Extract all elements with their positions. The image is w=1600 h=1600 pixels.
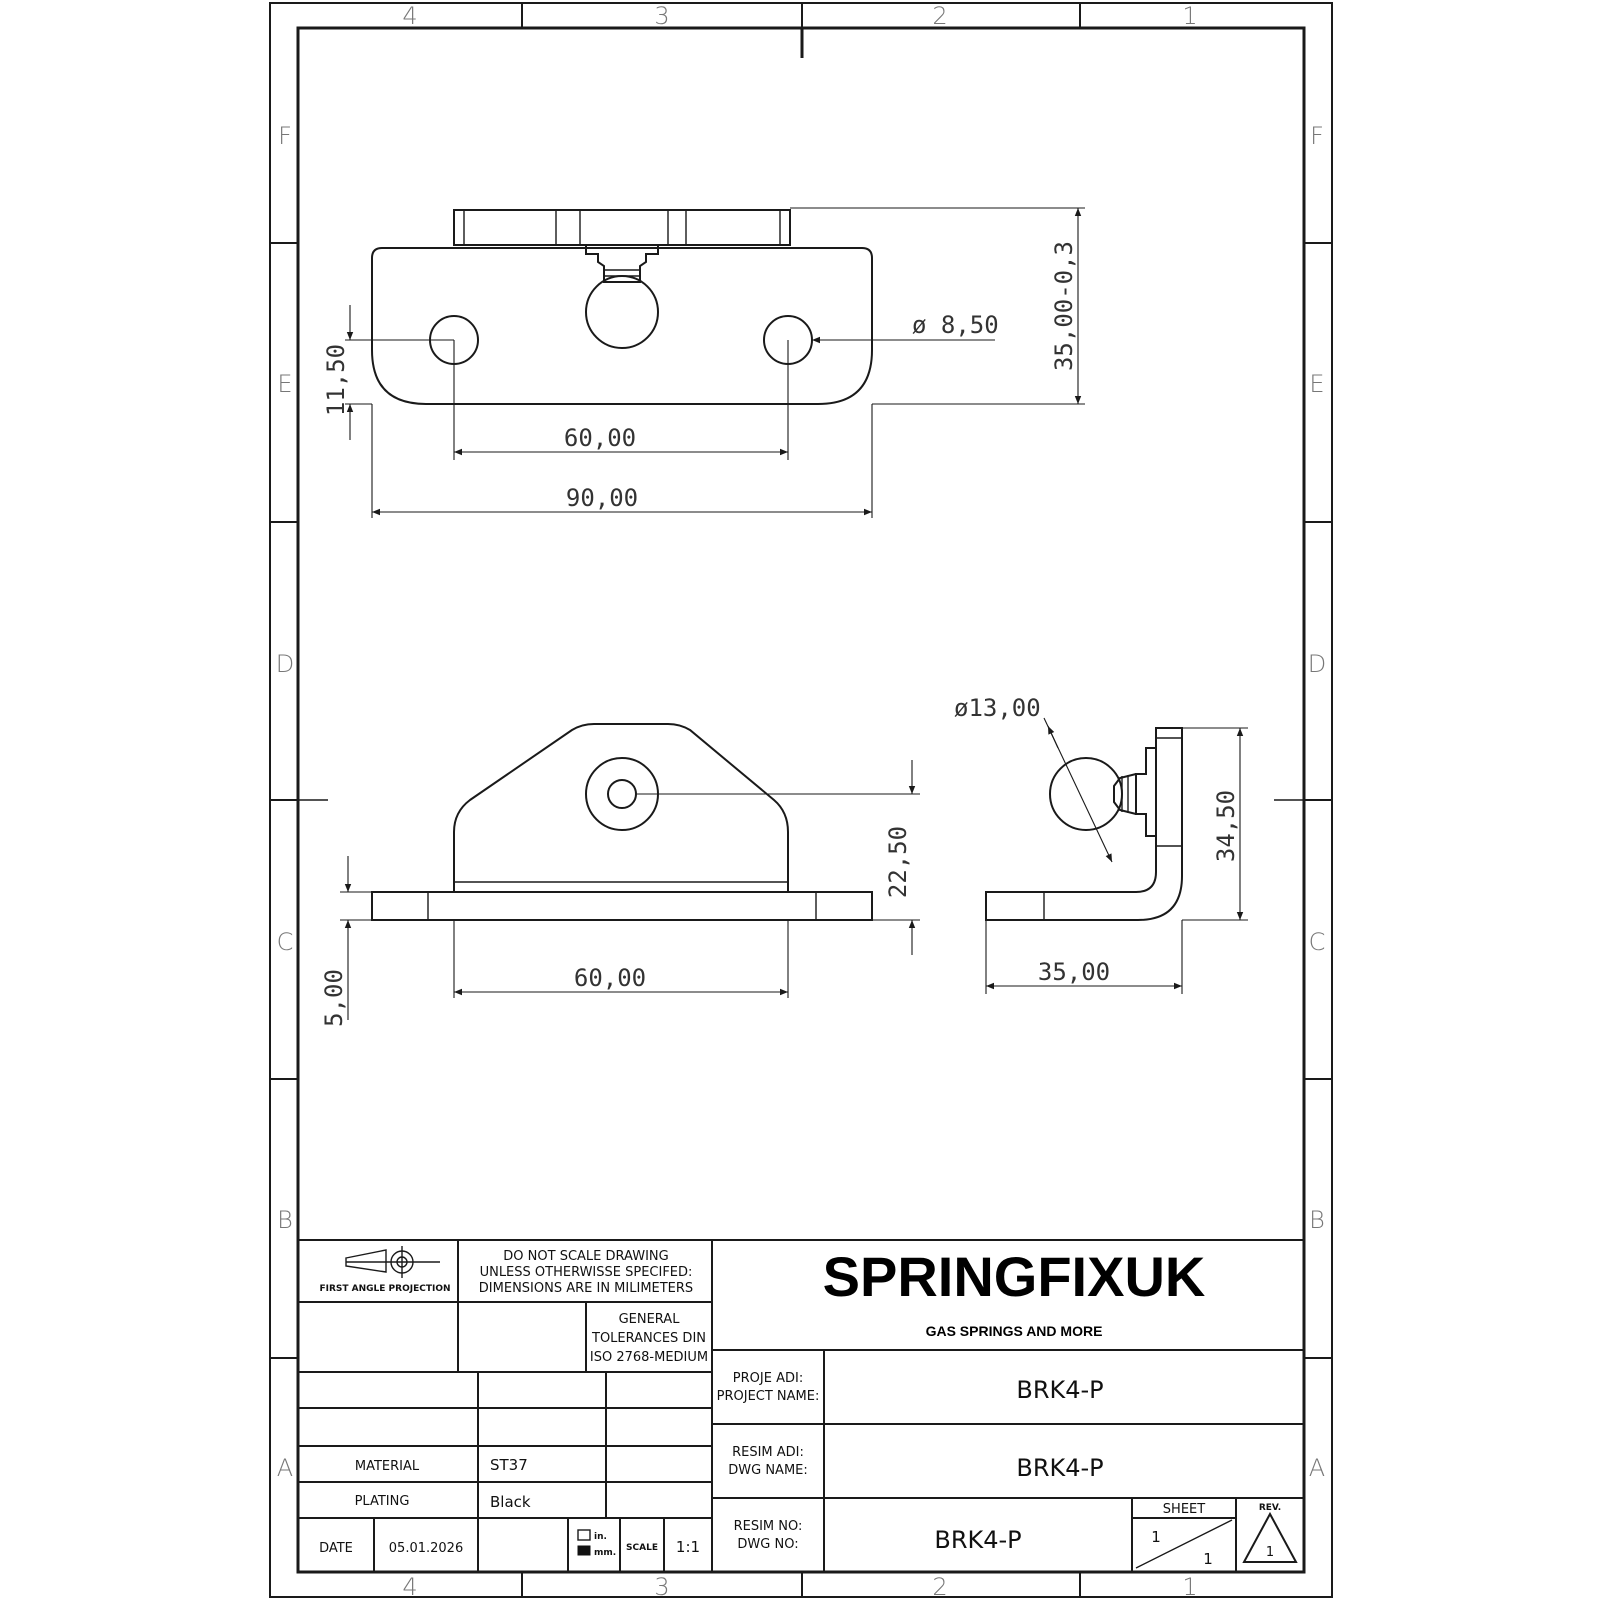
sheet-frame [269,2,1333,1598]
zone-row-B-right: B [1309,1206,1325,1234]
plating-value: Black [490,1493,531,1511]
projection-label: FIRST ANGLE PROJECTION [319,1284,450,1294]
zone-row-A-right: A [1309,1454,1325,1482]
material-value: ST37 [490,1456,528,1474]
top-view [371,209,873,405]
top-view-dimensions: 35,00-0,3 ø 8,50 11,50 60,00 90,00 [322,207,1085,518]
front-view [371,723,873,921]
zone-col-1-bottom: 1 [1182,1573,1197,1600]
dwg-no-label-en: DWG NO: [737,1537,798,1552]
date-label: DATE [319,1541,353,1556]
scale-label: SCALE [626,1543,658,1553]
zone-row-F-left: F [278,122,292,150]
dim-side-depth: 35,00 [1038,958,1110,986]
tolerance-line-2: TOLERANCES DIN [591,1331,706,1346]
zone-col-3-bottom: 3 [654,1573,669,1600]
dim-front-thickness: 5,00 [320,969,348,1027]
dim-side-height: 34,50 [1212,790,1240,862]
dim-top-hole-dia: ø 8,50 [912,311,999,339]
project-name-label-tr: PROJE ADI: [733,1371,803,1386]
rev-value: 1 [1266,1545,1274,1560]
zone-col-4-top: 4 [402,2,417,30]
zone-row-F-right: F [1310,122,1324,150]
dim-front-ball-height: 22,50 [884,826,912,898]
zone-labels: 4 3 2 1 4 3 2 1 F E D C B A F E D C B A [276,2,1326,1600]
note-line-1: DO NOT SCALE DRAWING [503,1249,668,1264]
zone-col-2-bottom: 2 [932,1573,947,1600]
dim-front-hole-pitch: 60,00 [574,964,646,992]
zone-row-D-right: D [1308,650,1326,678]
zone-col-3-top: 3 [654,2,669,30]
company-tagline: GAS SPRINGS AND MORE [926,1323,1103,1339]
zone-row-C-right: C [1309,928,1326,956]
title-block [297,1239,1305,1573]
tolerance-line-3: ISO 2768-MEDIUM [590,1350,708,1365]
project-name-value: BRK4-P [1016,1376,1103,1404]
zone-col-1-top: 1 [1182,2,1197,30]
sheet-total: 1 [1203,1550,1213,1568]
front-view-dimensions: 22,50 5,00 60,00 [320,760,920,1027]
zone-row-A-left: A [277,1454,293,1482]
unit-in-label: in. [594,1532,607,1542]
plating-label: PLATING [355,1494,410,1509]
date-value: 05.01.2026 [389,1541,463,1556]
tolerance-line-1: GENERAL [619,1312,681,1327]
scale-value: 1:1 [676,1538,700,1556]
zone-row-E-right: E [1309,370,1324,398]
note-line-3: DIMENSIONS ARE IN MILIMETERS [479,1281,693,1296]
zone-col-4-bottom: 4 [402,1573,417,1600]
side-view-dimensions: ø13,00 34,50 35,00 [954,694,1248,994]
material-label: MATERIAL [355,1459,420,1474]
zone-col-2-top: 2 [932,2,947,30]
side-view [985,727,1183,921]
zone-row-B-left: B [277,1206,293,1234]
dim-top-hole-pitch: 60,00 [564,424,636,452]
dwg-name-label-en: DWG NAME: [728,1463,808,1478]
dim-top-width: 90,00 [566,484,638,512]
dim-side-ball-dia: ø13,00 [954,694,1041,722]
dwg-no-value: BRK4-P [934,1526,1021,1554]
sheet-label: SHEET [1163,1502,1205,1517]
sheet-number: 1 [1151,1528,1161,1546]
unit-mm-label: mm. [594,1548,616,1558]
project-name-label-en: PROJECT NAME: [717,1389,820,1404]
dwg-no-label-tr: RESIM NO: [734,1519,803,1534]
dwg-name-value: BRK4-P [1016,1454,1103,1482]
zone-row-C-left: C [277,928,294,956]
company-logo: SPRINGFIXUK [823,1245,1206,1308]
first-angle-projection-icon [345,1246,440,1278]
note-line-2: UNLESS OTHERWISSE SPECIFED: [480,1265,693,1280]
rev-label: REV. [1259,1503,1281,1513]
dim-top-hole-offset: 11,50 [322,344,350,416]
zone-row-D-left: D [276,650,294,678]
zone-row-E-left: E [277,370,292,398]
dim-top-height: 35,00-0,3 [1050,241,1078,371]
dwg-name-label-tr: RESIM ADI: [732,1445,804,1460]
